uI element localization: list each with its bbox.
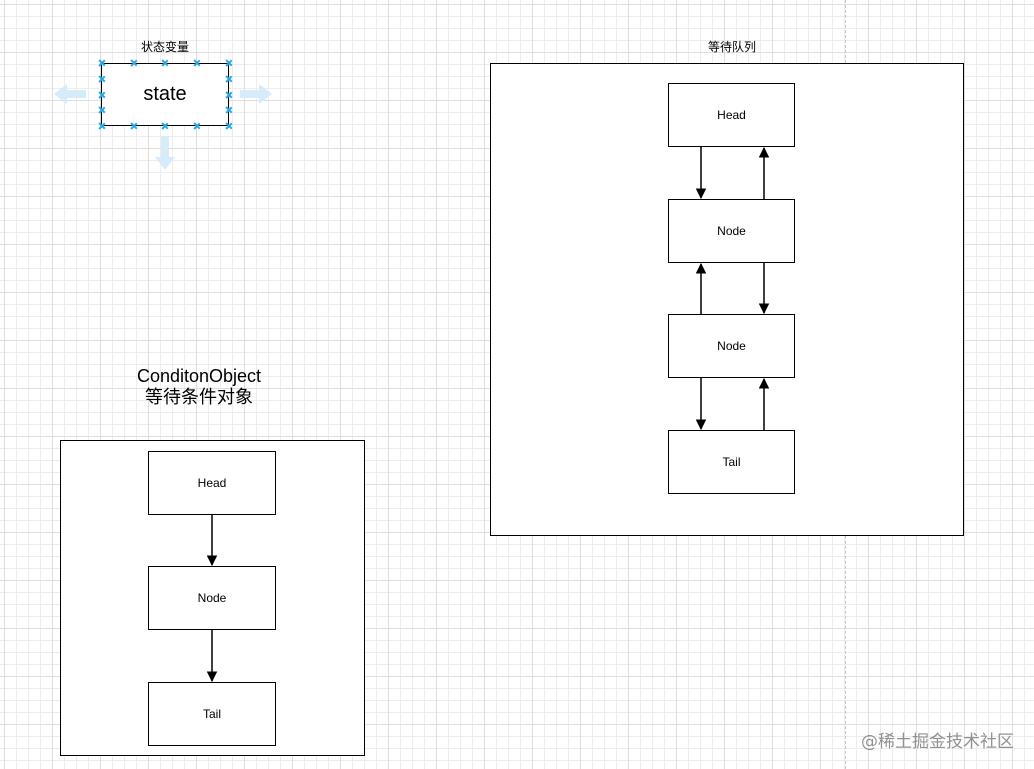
- condition-object-title-line1: ConditonObject: [136, 366, 262, 386]
- node-label: Node: [197, 591, 227, 605]
- resize-handle[interactable]: [225, 91, 233, 99]
- wait-queue-node-1[interactable]: Node: [668, 199, 795, 263]
- resize-handle[interactable]: [130, 59, 138, 67]
- state-group-title: 状态变量: [140, 40, 189, 54]
- node-label: Tail: [202, 707, 221, 721]
- resize-handle[interactable]: [98, 106, 106, 114]
- resize-handle[interactable]: [98, 75, 106, 83]
- condition-node-1[interactable]: Node: [148, 566, 276, 630]
- wait-queue-title: 等待队列: [707, 40, 756, 54]
- wait-queue-node-2[interactable]: Node: [668, 314, 795, 378]
- node-label: Head: [717, 108, 746, 122]
- resize-handle[interactable]: [193, 122, 201, 130]
- wait-queue-node-head[interactable]: Head: [668, 83, 795, 147]
- node-label: Node: [717, 339, 746, 353]
- resize-handle[interactable]: [225, 59, 233, 67]
- node-label: Node: [717, 224, 746, 238]
- condition-node-head[interactable]: Head: [148, 451, 276, 515]
- resize-handle[interactable]: [225, 75, 233, 83]
- resize-handle[interactable]: [98, 59, 106, 67]
- hover-arrow-down[interactable]: [155, 136, 175, 170]
- node-label: Head: [197, 476, 227, 490]
- resize-handle[interactable]: [130, 122, 138, 130]
- hover-arrow-left[interactable]: [54, 84, 86, 104]
- resize-handle[interactable]: [193, 59, 201, 67]
- resize-handle[interactable]: [98, 91, 106, 99]
- resize-handle[interactable]: [161, 59, 169, 67]
- wait-queue-node-tail[interactable]: Tail: [668, 430, 795, 494]
- condition-object-title-line2: 等待条件对象: [145, 387, 253, 408]
- resize-handle[interactable]: [225, 106, 233, 114]
- node-label: Tail: [722, 455, 741, 469]
- state-box-label: state: [143, 83, 187, 105]
- resize-handle[interactable]: [98, 122, 106, 130]
- watermark: @稀土掘金技术社区: [861, 732, 1014, 752]
- resize-handle[interactable]: [225, 122, 233, 130]
- state-box[interactable]: state: [101, 63, 229, 126]
- resize-handle[interactable]: [161, 122, 169, 130]
- condition-object-title: ConditonObject 等待条件对象: [86, 366, 312, 408]
- hover-arrow-right[interactable]: [240, 84, 272, 104]
- condition-node-tail[interactable]: Tail: [148, 682, 276, 746]
